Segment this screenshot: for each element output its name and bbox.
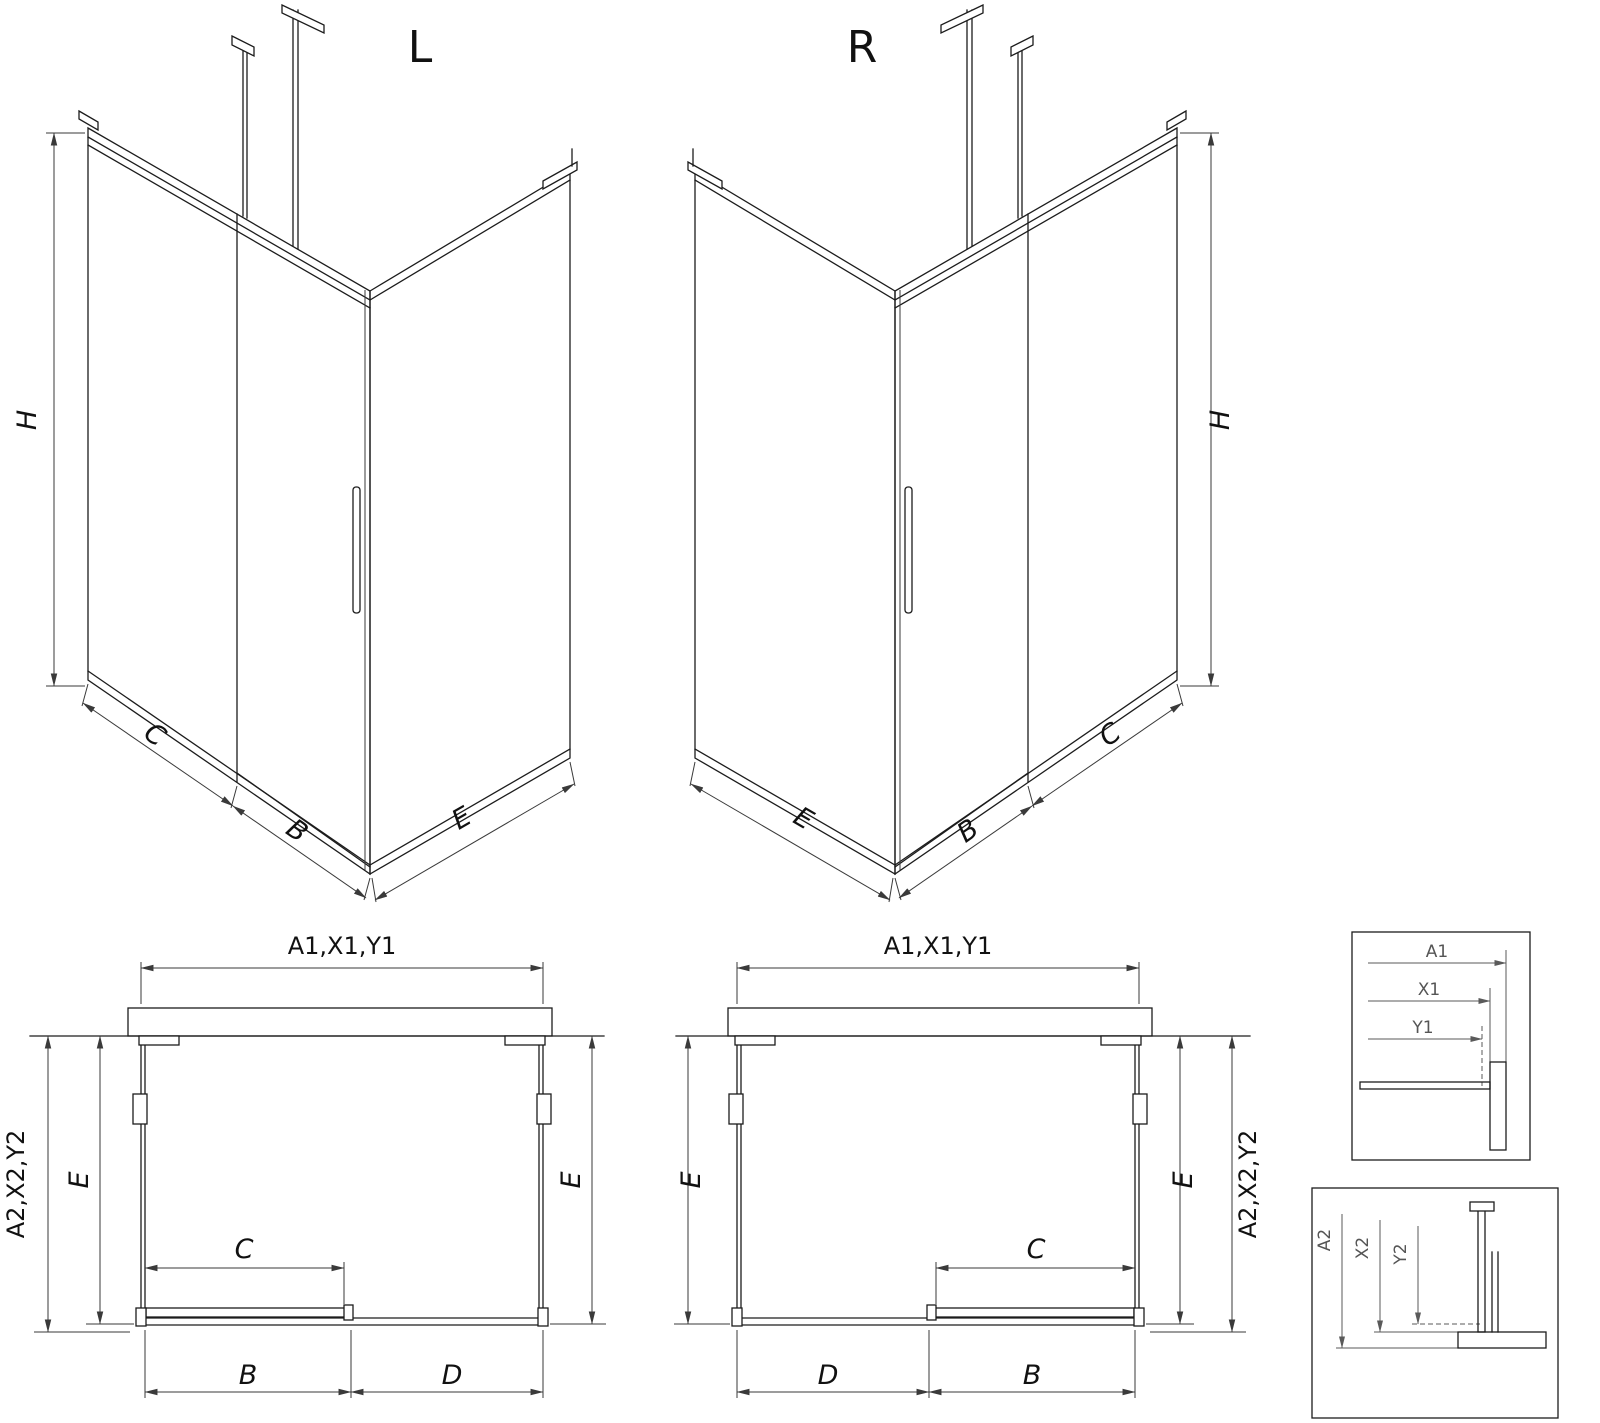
detail-depth-dim-x2: X2 bbox=[1353, 1237, 1373, 1259]
detail-depth-frame bbox=[1311, 1187, 1559, 1419]
detail-width-view: A1 X1 Y1 bbox=[1351, 931, 1531, 1161]
detail-depth-dim-y2: Y2 bbox=[1391, 1243, 1411, 1265]
plan-left-linework bbox=[30, 962, 606, 1398]
detail-width-wall-profile bbox=[1489, 1061, 1507, 1151]
iso-left-dim-h: H bbox=[12, 410, 43, 430]
detail-width-frame bbox=[1351, 931, 1531, 1161]
iso-view-left: L H C B E bbox=[12, 5, 577, 902]
iso-left-linework bbox=[46, 5, 577, 902]
plan-right-linework bbox=[674, 962, 1250, 1398]
detail-depth-view: A2 X2 Y2 bbox=[1311, 1187, 1559, 1419]
plan-view-right: A1,X1,Y1 A2,X2,Y2 E E C B D bbox=[674, 932, 1262, 1398]
detail-width-glass-panel bbox=[1359, 1081, 1491, 1090]
detail-width-dim-x1: X1 bbox=[1418, 980, 1440, 1000]
iso-right-dim-b: B bbox=[952, 813, 985, 849]
plan-right-dim-width: A1,X1,Y1 bbox=[884, 932, 993, 960]
iso-right-dim-c: C bbox=[1094, 717, 1127, 753]
plan-left-dim-width: A1,X1,Y1 bbox=[288, 932, 397, 960]
plan-right-dim-e-left: E bbox=[676, 1171, 707, 1188]
detail-depth-wall-profile bbox=[1457, 1331, 1547, 1349]
plan-left-dim-depth: A2,X2,Y2 bbox=[2, 1130, 30, 1239]
plan-right-dim-c: C bbox=[1027, 1234, 1046, 1265]
plan-right-dim-d: D bbox=[818, 1360, 839, 1391]
plan-right-dim-b: B bbox=[1023, 1360, 1042, 1391]
plan-left-dim-e-right: E bbox=[556, 1171, 587, 1188]
iso-right-view-label: R bbox=[847, 22, 878, 73]
plan-view-left: A1,X1,Y1 A2,X2,Y2 E E C B D bbox=[2, 932, 606, 1398]
plan-left-dim-e-left: E bbox=[64, 1171, 95, 1188]
detail-width-dim-a1: A1 bbox=[1426, 942, 1448, 962]
plan-left-dim-d: D bbox=[442, 1360, 463, 1391]
plan-right-dim-e-right: E bbox=[1168, 1171, 1199, 1188]
detail-depth-glass-panel bbox=[1477, 1205, 1486, 1333]
plan-left-dim-c: C bbox=[235, 1234, 254, 1265]
iso-left-dim-c: C bbox=[138, 717, 171, 753]
iso-right-linework bbox=[688, 5, 1219, 902]
iso-right-dim-h: H bbox=[1205, 410, 1236, 430]
plan-left-dim-b: B bbox=[239, 1360, 258, 1391]
detail-depth-bracket bbox=[1469, 1201, 1495, 1212]
detail-depth-dim-a2: A2 bbox=[1315, 1229, 1335, 1251]
plan-right-dim-depth: A2,X2,Y2 bbox=[1234, 1130, 1262, 1239]
detail-width-dim-y1: Y1 bbox=[1411, 1018, 1433, 1038]
iso-view-right: R H C B E bbox=[688, 5, 1236, 902]
iso-left-view-label: L bbox=[408, 22, 433, 73]
